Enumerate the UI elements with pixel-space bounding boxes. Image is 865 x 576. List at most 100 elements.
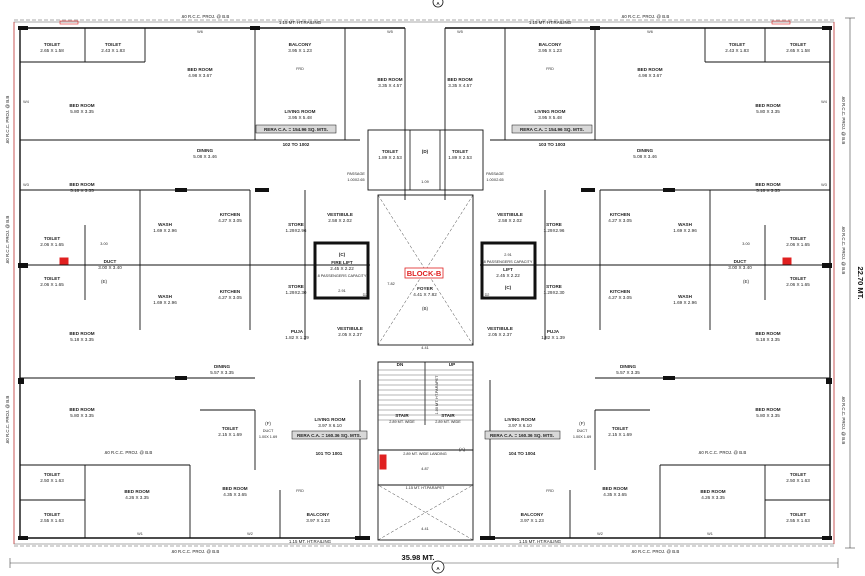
- flat-number-101: 101 TO 1001: [316, 451, 343, 456]
- room-dim: 1.89 X 2.53: [448, 155, 472, 160]
- opening-tags: W6 W6 W5 W5 W4 W4 W3 W3 FRD FRD FRD FRD …: [23, 30, 827, 536]
- door-tag: FRD: [546, 67, 554, 71]
- flat-number-104: 104 TO 1004: [509, 451, 536, 456]
- room-dim: 3.35 X 4.57: [378, 83, 402, 88]
- room-dim: 4.27 X 3.05: [608, 295, 632, 300]
- overall-height-label: 22.70 MT.: [856, 267, 865, 300]
- room-dim: 1.29X2.96: [286, 228, 307, 233]
- side-projection-label: .60 R.C.C. PROJ. @ B.B: [5, 396, 10, 445]
- stair-width: 2.89 MT. WIDE: [389, 420, 415, 424]
- dim-label: 1.09: [421, 180, 428, 184]
- room-dim: 2.65 X 1.58: [40, 48, 64, 53]
- room-name: BED ROOM: [69, 103, 94, 108]
- room-name: BED ROOM: [637, 67, 662, 72]
- room-name: DINING: [214, 364, 231, 369]
- room-name: DINING: [197, 148, 214, 153]
- room-name: VESTIBULE: [337, 326, 363, 331]
- duct-tag: (F): [265, 421, 271, 426]
- room-name: BED ROOM: [187, 67, 212, 72]
- room-name: KITCHEN: [220, 289, 241, 294]
- room-name: BED ROOM: [755, 407, 780, 412]
- room-name: TOILET: [612, 426, 628, 431]
- room-name: LIVING ROOM: [285, 109, 316, 114]
- room-dim: 3.97 X 6.10: [508, 423, 532, 428]
- room-dim: 5.57 X 3.35: [210, 370, 234, 375]
- room-dim: 5.80 X 3.35: [756, 109, 780, 114]
- window-tag: W3: [821, 183, 827, 187]
- room-name: DUCT: [263, 429, 274, 433]
- room-dim: 2.50 X 1.63: [40, 478, 64, 483]
- room-name: PUJA: [291, 329, 304, 334]
- room-name: BED ROOM: [755, 331, 780, 336]
- room-dim: 5.18 X 3.35: [756, 188, 780, 193]
- room-dim: 4.27 X 3.05: [608, 218, 632, 223]
- room-name: DINING: [637, 148, 654, 153]
- room-dim: 5.08 X 3.46: [193, 154, 217, 159]
- room-dim: 5.18 X 3.35: [70, 188, 94, 193]
- room-name: LIVING ROOM: [535, 109, 566, 114]
- railing-label: 1.15 MT. HT.RAILING: [279, 20, 322, 25]
- room-name: STORE: [546, 222, 562, 227]
- fire-lift-capacity: 8 PASSENGERS CAPACITY: [318, 274, 367, 278]
- parapet-label: 1.15 MT. HT.PARAPET: [406, 486, 445, 490]
- room-dim: 3.97 X 1.23: [306, 518, 330, 523]
- room-labels: TOILET 2.65 X 1.58 TOILET 2.43 X 1.83 BE…: [40, 42, 403, 523]
- side-projection-label: .60 R.C.C. PROJ. @ B.B: [841, 96, 846, 145]
- room-name: PUJA: [547, 329, 560, 334]
- room-name: BED ROOM: [755, 103, 780, 108]
- projection-text: .60 R.C.C. PROJ. @ B.B .60 R.C.C. PROJ. …: [5, 14, 846, 554]
- room-name: BALCONY: [289, 42, 312, 47]
- room-name: TOILET: [44, 42, 60, 47]
- lift-tag: (C): [339, 252, 346, 257]
- room-dim: 3.95 X 5.48: [538, 115, 562, 120]
- room-name: DUCT: [577, 429, 588, 433]
- fire-lift-label: FIRE LIFT: [331, 260, 353, 265]
- projection-label: .60 R.C.C. PROJ. @ B.B: [181, 14, 230, 19]
- overall-width-label: 35.98 MT.: [402, 553, 435, 562]
- room-name: VESTIBULE: [487, 326, 513, 331]
- room-name: TOILET: [790, 512, 806, 517]
- room-dim: 3.95 X 5.48: [288, 115, 312, 120]
- room-dim: 1.82 X 1.39: [541, 335, 565, 340]
- dim-label: 3.00: [100, 242, 107, 246]
- section-marker-label: A: [436, 566, 440, 571]
- room-name: TOILET: [44, 512, 60, 517]
- room-dim: 4.98 X 3.67: [188, 73, 212, 78]
- room-dim: 5.18 X 3.35: [70, 337, 94, 342]
- room-dim: 1.89 X 2.53: [378, 155, 402, 160]
- window-tag: W5: [387, 30, 393, 34]
- room-dim: 1.82 X 1.39: [285, 335, 309, 340]
- room-dim: 1.29X2.30: [286, 290, 307, 295]
- room-name: BED ROOM: [602, 486, 627, 491]
- room-name: DUCT: [734, 259, 747, 264]
- room-name: TOILET: [382, 149, 398, 154]
- dim-label: 2.91: [338, 289, 345, 293]
- walls: [19, 27, 831, 541]
- room-dim: 2.05 X 2.37: [488, 332, 512, 337]
- room-dim: 3.97 X 1.23: [520, 518, 544, 523]
- window-tag: W1: [707, 532, 713, 536]
- rera-area-101: RERA C.A. = 160.36 SQ. MTS.: [297, 433, 361, 438]
- room-dim: 2.43 X 1.83: [725, 48, 749, 53]
- room-name: BALCONY: [521, 512, 544, 517]
- window-tag: W2: [247, 532, 253, 536]
- red-markers: [13, 20, 835, 544]
- room-dim: 2.06 X 1.65: [40, 242, 64, 247]
- section-marker-label: A: [436, 1, 440, 6]
- window-tag: W1: [137, 532, 143, 536]
- block-label: BLOCK-B: [407, 269, 442, 278]
- room-dim: 2.58 X 2.02: [498, 218, 522, 223]
- room-dim: 5.18 X 3.35: [756, 337, 780, 342]
- flat-number-103: 103 TO 1003: [539, 142, 566, 147]
- room-dim: 1.69 X 2.96: [153, 228, 177, 233]
- room-name: DINING: [620, 364, 637, 369]
- passage-dim: 1.00X2.65: [347, 178, 364, 182]
- room-name: KITCHEN: [220, 212, 241, 217]
- rera-area-104: RERA C.A. = 160.36 SQ. MTS.: [490, 433, 554, 438]
- corridor-parapet-label: 1.00 MT. HT.PARAPET: [435, 375, 439, 414]
- room-dim: 1.69 X 2.96: [673, 228, 697, 233]
- foyer-dim: 4.41 X 7.82: [413, 292, 437, 297]
- room-dim: 4.35 X 3.65: [603, 492, 627, 497]
- room-name: STORE: [288, 284, 304, 289]
- lift-label: LIFT: [503, 267, 513, 272]
